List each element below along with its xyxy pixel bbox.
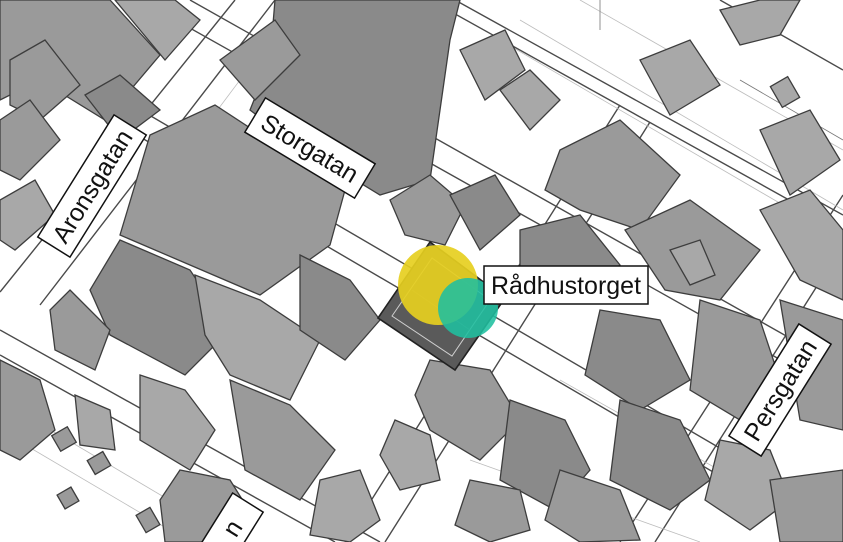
partial-bottom-label: n (199, 491, 265, 542)
radhustorget-label: Rådhustorget (483, 265, 649, 305)
teal-marker[interactable] (438, 278, 498, 338)
radhustorget-text: Rådhustorget (491, 272, 641, 300)
